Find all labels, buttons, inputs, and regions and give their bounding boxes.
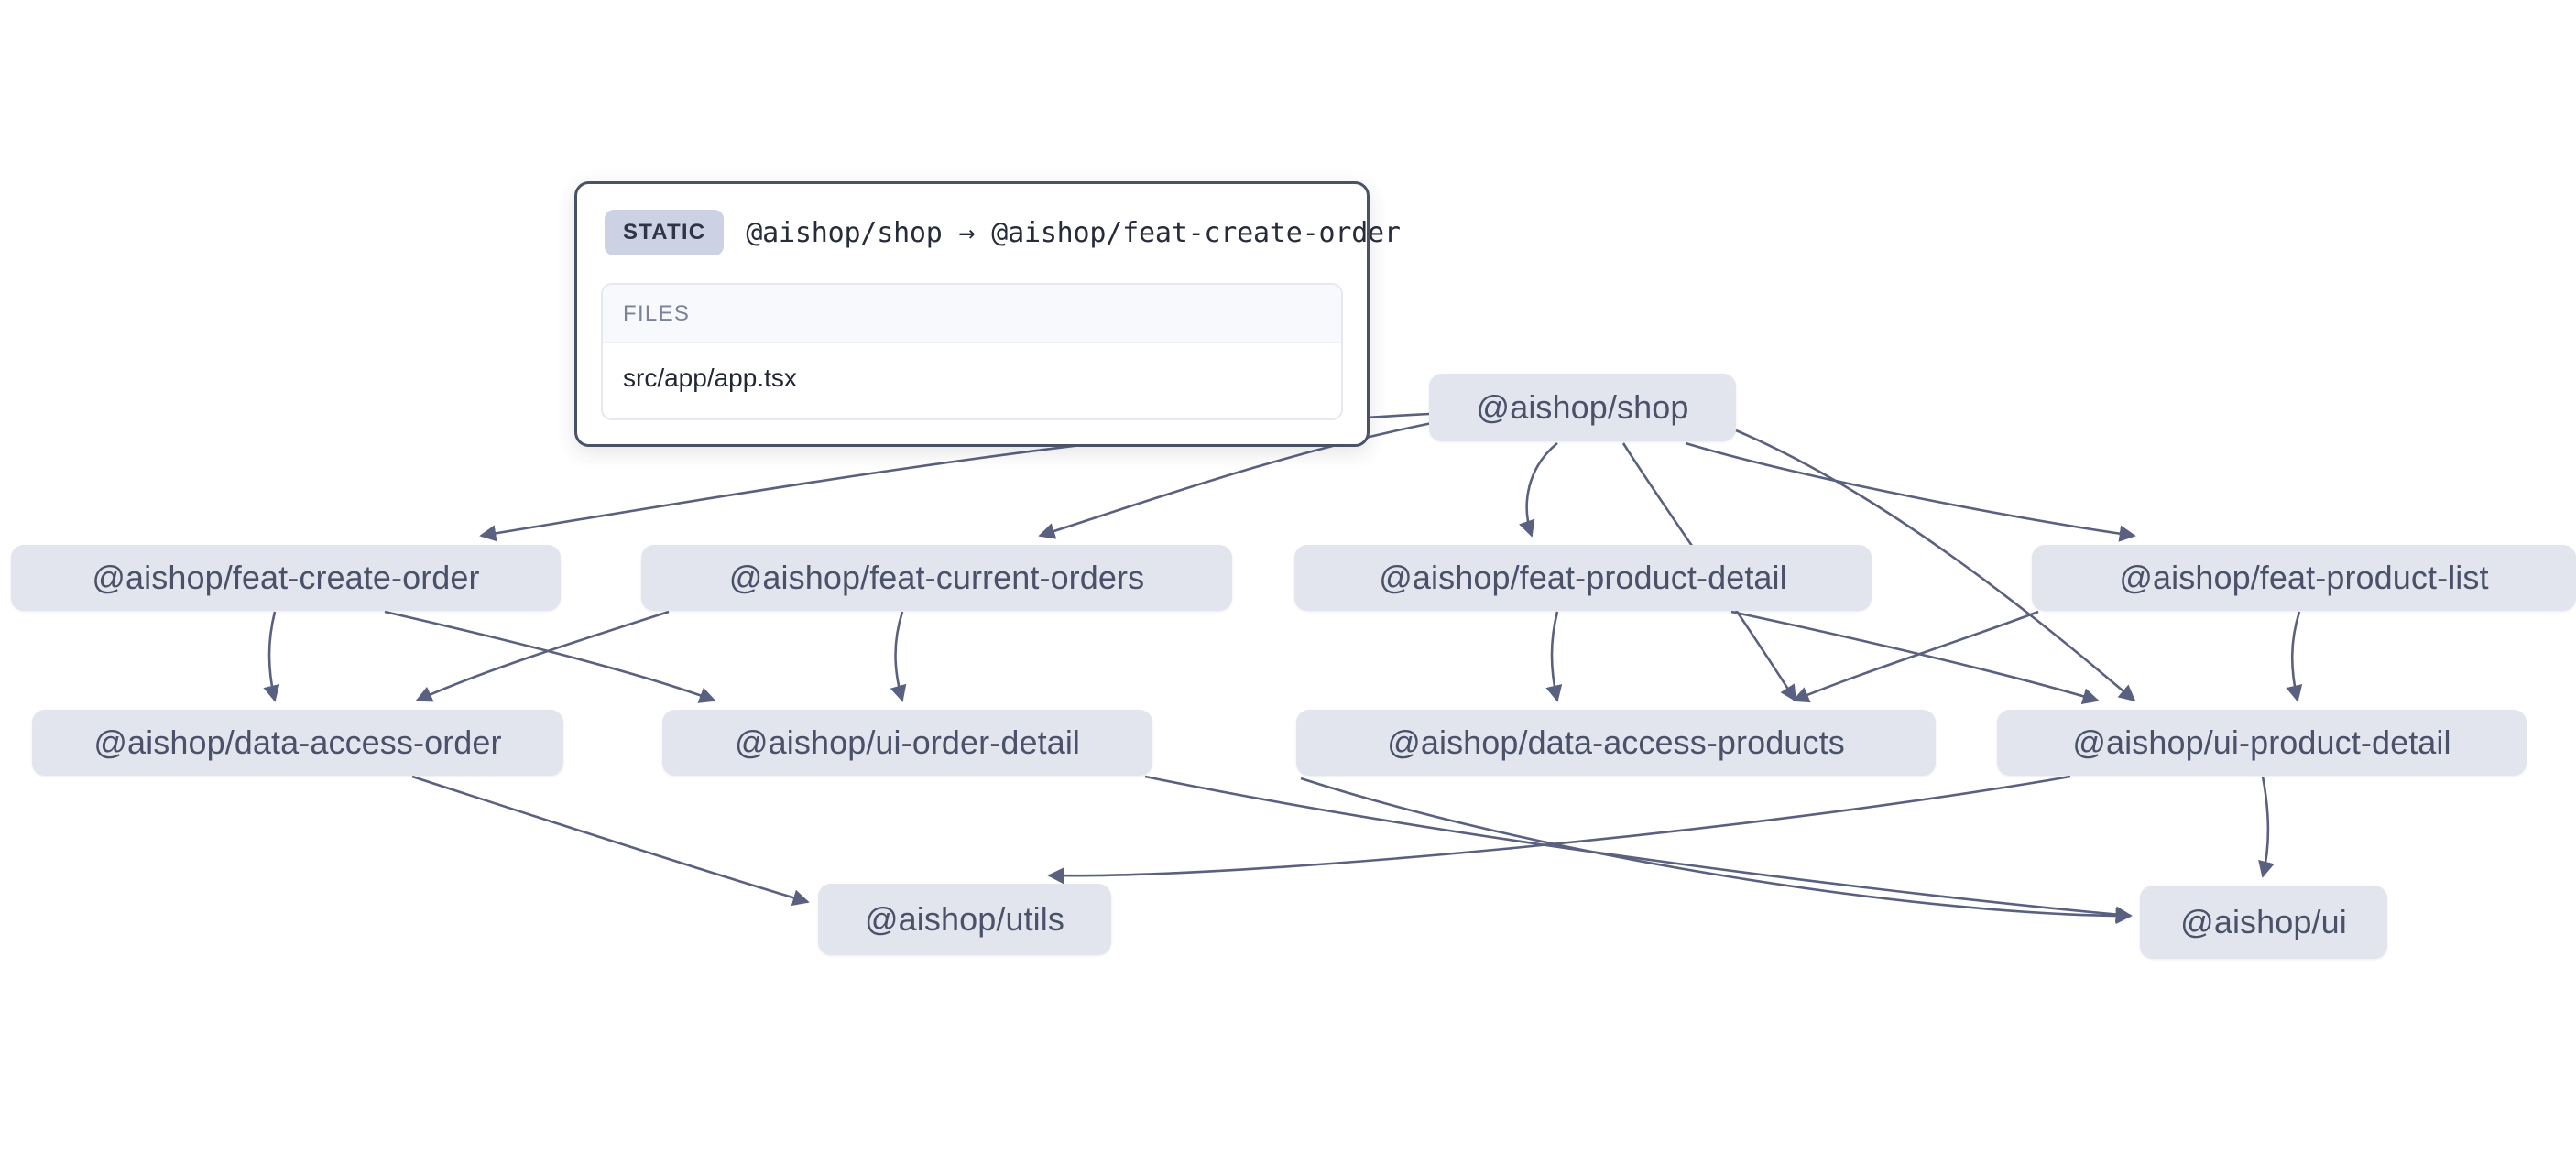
graph-node-label: @aishop/ui-product-detail (2072, 723, 2451, 761)
graph-edge-feat-create-order-to-ui-order-detail[interactable] (384, 610, 716, 703)
detail-card-header: STATIC @aishop/shop → @aishop/feat-creat… (601, 206, 1401, 261)
graph-edge-feat-create-order-to-data-access-order[interactable] (263, 611, 280, 702)
graph-node-label: @aishop/ui-order-detail (734, 723, 1081, 761)
graph-node-feat-product-list[interactable]: @aishop/feat-product-list (2032, 545, 2576, 611)
edge-title: @aishop/shop → @aishop/feat-create-order (746, 216, 1401, 249)
graph-node-label: @aishop/feat-product-list (2119, 559, 2489, 596)
graph-node-label: @aishop/data-access-products (1387, 723, 1845, 761)
graph-node-data-access-products[interactable]: @aishop/data-access-products (1296, 710, 1936, 776)
graph-edge-data-access-order-to-utils[interactable] (411, 775, 810, 907)
files-panel-header: FILES (603, 285, 1341, 343)
edge-detail-card: STATIC @aishop/shop → @aishop/feat-creat… (574, 181, 1401, 447)
file-row[interactable]: src/app/app.tsx (623, 364, 797, 392)
graph-node-feat-product-detail[interactable]: @aishop/feat-product-detail (1294, 545, 1872, 611)
graph-edge-feat-product-detail-to-data-access-products[interactable] (1545, 611, 1563, 702)
dependency-type-badge: STATIC (605, 210, 725, 255)
graph-node-label: @aishop/feat-product-detail (1379, 559, 1787, 596)
files-panel: FILES src/app/app.tsx (601, 283, 1343, 420)
graph-node-data-access-order[interactable]: @aishop/data-access-order (32, 710, 563, 776)
files-list: src/app/app.tsx (603, 343, 1341, 418)
graph-node-ui-order-detail[interactable]: @aishop/ui-order-detail (662, 710, 1152, 776)
graph-node-label: @aishop/shop (1476, 388, 1689, 426)
graph-node-label: @aishop/data-access-order (93, 723, 502, 761)
graph-edge-shop-to-feat-product-detail[interactable] (1519, 441, 1558, 538)
graph-edge-feat-current-orders-to-ui-order-detail[interactable] (890, 611, 907, 702)
graph-node-label: @aishop/feat-current-orders (728, 559, 1145, 596)
graph-edge-feat-product-detail-to-ui-product-detail[interactable] (1730, 610, 2100, 705)
graph-node-shop[interactable]: @aishop/shop (1429, 374, 1736, 441)
graph-node-ui-product-detail[interactable]: @aishop/ui-product-detail (1997, 710, 2527, 776)
graph-edge-data-access-products-to-ui[interactable] (1300, 777, 2133, 925)
graph-edge-ui-product-detail-to-utils[interactable] (1047, 775, 2071, 885)
graph-node-ui[interactable]: @aishop/ui (2140, 886, 2387, 959)
graph-edge-ui-product-detail-to-ui[interactable] (2258, 776, 2275, 878)
graph-edge-shop-to-feat-product-list[interactable] (1685, 441, 2136, 542)
graph-node-feat-current-orders[interactable]: @aishop/feat-current-orders (641, 545, 1232, 611)
graph-node-label: @aishop/utils (865, 900, 1064, 938)
graph-edge-feat-product-list-to-ui-product-detail[interactable] (2286, 611, 2303, 702)
graph-node-label: @aishop/feat-create-order (92, 559, 480, 596)
graph-edge-feat-current-orders-to-data-access-order[interactable] (415, 610, 670, 702)
graph-node-feat-create-order[interactable]: @aishop/feat-create-order (11, 545, 561, 611)
graph-edge-feat-product-list-to-data-access-products[interactable] (1792, 610, 2039, 703)
graph-node-utils[interactable]: @aishop/utils (818, 884, 1111, 955)
graph-node-label: @aishop/ui (2180, 903, 2347, 940)
graph-edge-ui-order-detail-to-ui[interactable] (1144, 775, 2133, 923)
